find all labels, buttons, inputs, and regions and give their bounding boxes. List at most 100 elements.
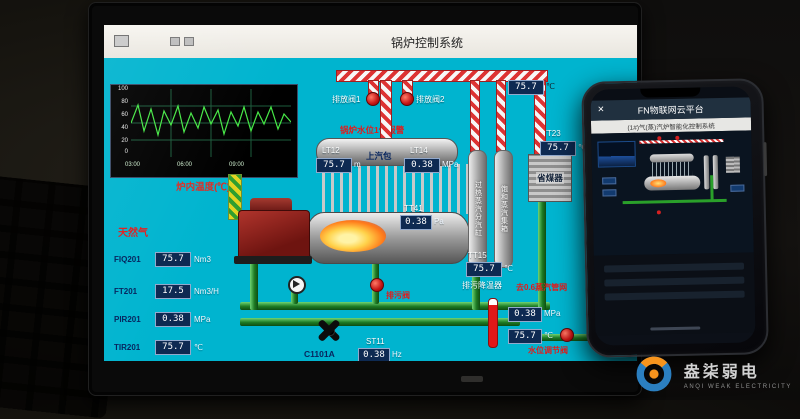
tt15-unit: ℃	[504, 264, 513, 273]
phone-app-title: FN物联网云平台	[637, 103, 704, 116]
mini-value-chip	[730, 184, 745, 192]
meter-unit: Nm3	[194, 255, 211, 264]
meter-tag: TIR201	[114, 343, 141, 352]
meter-tag: FIQ201	[114, 255, 141, 264]
window-icon-2[interactable]	[184, 37, 194, 46]
scada-view: 100 80 60 40 20 0 03:00 06:00 09:00 炉内温度…	[104, 58, 637, 361]
mini-value-chip	[602, 177, 617, 185]
reg-valve-label: 水位调节阀	[528, 346, 568, 355]
home-indicator	[650, 326, 701, 331]
burner-supply-pipe	[250, 254, 258, 310]
level-gauge	[488, 298, 498, 348]
monitor-screen: 锅炉控制系统 100 80 60 40 20 0 03:00 06:00	[104, 25, 637, 361]
mini-valve-dot	[656, 210, 661, 215]
vessel-down-pipe	[472, 266, 480, 310]
meter-row: FT201 17.5 Nm3/H	[114, 284, 219, 299]
drum-label: 上汽包	[366, 151, 392, 161]
tt23-tag: TT23	[542, 129, 561, 138]
phone-list-row	[603, 262, 745, 273]
meter-unit: MPa	[194, 315, 211, 324]
meter-tag: PIR201	[114, 315, 141, 324]
y-tick: 40	[121, 125, 128, 131]
drum-alarm: 锅炉水位1低报警	[340, 125, 405, 135]
feedwater-pipe-2	[240, 318, 520, 326]
tt15-value: 75.7	[466, 262, 502, 277]
x-tick: 06:00	[177, 162, 193, 168]
st11-unit: Hz	[392, 350, 402, 359]
reg-valve-icon[interactable]	[560, 328, 574, 342]
lt14-unit: MPa	[442, 160, 459, 169]
tt15-tag: TT15	[468, 251, 487, 260]
right-temp-value: 75.7	[508, 329, 542, 344]
right-pressure-value: 0.38	[508, 307, 542, 322]
discharge-valve2-icon[interactable]	[400, 92, 414, 106]
top-temp-value: 75.7	[508, 80, 544, 95]
mini-vessel	[712, 155, 719, 190]
app-icon[interactable]	[114, 35, 129, 47]
trend-caption: 炉内温度(℃)	[176, 182, 230, 193]
discharge-valve2-label: 排放阀2	[416, 95, 445, 104]
tt41-tag: TT41	[404, 204, 423, 213]
phone-list-row	[604, 290, 745, 301]
watermark-subtext: ANQI WEAK ELECTRICITY	[683, 384, 792, 390]
meter-value: 75.7	[155, 252, 191, 267]
vessel2-feed-pipe	[496, 80, 506, 152]
phone-subtitle: (1#)气(蒸)汽炉智能化控制系统	[627, 122, 715, 132]
phone-screen: × FN物联网云平台 (1#)气(蒸)汽炉智能化控制系统	[590, 86, 756, 346]
lt14-tag: LT14	[410, 146, 428, 155]
mini-trend-chart	[597, 140, 636, 168]
top-temp-unit: ℃	[546, 82, 555, 91]
mini-valve-dot	[657, 136, 662, 141]
meter-unit: Nm3/H	[194, 287, 219, 296]
st11-tag: ST11	[366, 337, 385, 346]
window-title: 锅炉控制系统	[391, 36, 464, 50]
vessel2-label: 饱和蒸汽集箱	[500, 185, 508, 233]
steam-cylinder-vessel: 过热蒸汽分汽缸	[468, 150, 487, 268]
vessel1-label: 过热蒸汽分汽缸	[474, 181, 482, 237]
trend-plot	[131, 89, 291, 157]
mini-tube-bank	[651, 161, 693, 177]
fan-tag: C1101A	[304, 349, 335, 359]
window-titlebar: 锅炉控制系统	[104, 25, 637, 59]
lt12-tag: LT12	[322, 146, 340, 155]
meter-value: 75.7	[155, 340, 191, 355]
fan-icon	[316, 317, 342, 343]
window-icon[interactable]	[170, 37, 180, 46]
monitor-brand-logo	[461, 376, 483, 382]
right-pressure-unit: MPa	[544, 309, 561, 318]
watermark-logo	[636, 356, 672, 392]
phone-notch	[640, 87, 701, 98]
economizer-label: 省煤器	[536, 172, 564, 184]
vessel1-feed-pipe	[470, 80, 480, 152]
mini-economizer	[725, 156, 741, 173]
drum-riser-pipe	[380, 80, 392, 140]
x-tick: 09:00	[229, 162, 245, 168]
monitor: 锅炉控制系统 100 80 60 40 20 0 03:00 06:00	[88, 2, 642, 396]
lt12-value: 75.7	[316, 158, 352, 173]
gas-riser-pipe	[228, 174, 242, 220]
discharge-valve1-label: 排放阀1	[332, 95, 361, 104]
tt41-value: 0.38	[400, 215, 432, 230]
phone-lower-panel	[593, 252, 756, 336]
feedwater-header-pipe	[240, 302, 550, 310]
economizer-down-pipe	[538, 198, 546, 310]
mini-steam-pipe	[639, 138, 724, 144]
mini-value-chip	[602, 189, 617, 197]
st11-value: 0.38	[358, 348, 390, 361]
watermark-name: 盎柒弱电	[683, 364, 760, 381]
tt23-value: 75.7	[540, 141, 576, 156]
meter-unit: ℃	[194, 343, 203, 352]
fan-hub	[326, 327, 335, 336]
discharge-valve1-icon[interactable]	[366, 92, 380, 106]
meter-row: FIQ201 75.7 Nm3	[114, 252, 211, 267]
y-tick: 100	[117, 86, 128, 92]
phone-scada-preview[interactable]	[591, 130, 754, 256]
mini-vessel	[703, 155, 710, 190]
lt12-unit: m	[354, 160, 361, 169]
y-tick: 80	[121, 99, 128, 105]
steam-header-pipe	[336, 70, 548, 82]
close-icon[interactable]: ×	[597, 103, 605, 116]
blowdown-valve-icon[interactable]	[370, 278, 384, 292]
blowdown-valve-label: 排污阀	[386, 291, 410, 300]
blowdown-cooler-label: 排污降温器	[462, 281, 502, 290]
